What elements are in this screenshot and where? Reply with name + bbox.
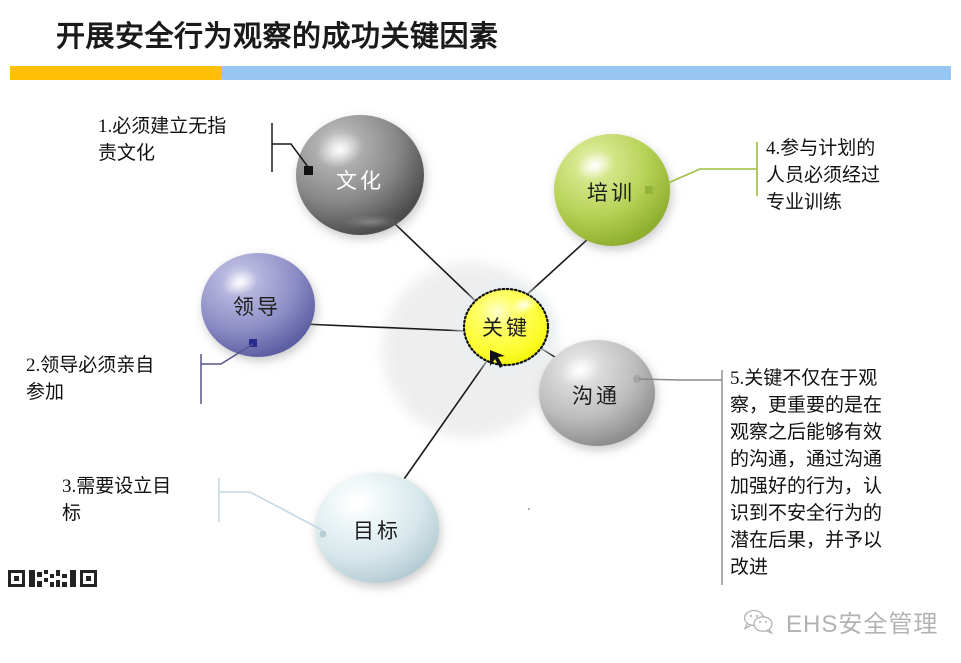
anchor-handle-culture[interactable] (304, 166, 313, 175)
anchor-handle-leadership[interactable] (249, 339, 257, 347)
leader-callout-3 (218, 478, 323, 531)
callout-text-3: 3.需要设立目 标 (62, 476, 172, 524)
wechat-icon (743, 609, 774, 635)
callout-text-1: 1.必须建立无指 责文化 (98, 116, 227, 164)
callout-text-2: 2.领导必须亲自 参加 (26, 355, 155, 403)
cursor-arrow (490, 350, 505, 368)
sphere-communication[interactable] (539, 340, 655, 446)
stray-dot-mark (528, 508, 530, 510)
spoke-to-leadership (302, 323, 467, 332)
page-title: 开展安全行为观察的成功关键因素 (56, 21, 499, 53)
sphere-leadership[interactable] (201, 253, 315, 357)
qr-code-fragment-icon (8, 570, 97, 587)
selection-outline (462, 287, 550, 367)
callout-text-4: 4.参与计划的 人员必须经过 专业训练 (766, 138, 881, 213)
sphere-culture[interactable] (296, 115, 424, 235)
anchor-handle-communication[interactable] (633, 375, 641, 383)
title-rule-blue (222, 66, 951, 80)
leader-callout-2 (200, 343, 254, 404)
sphere-goal[interactable] (315, 473, 439, 583)
brand-watermark-text: EHS安全管理 (786, 611, 939, 638)
leader-callout-5 (638, 370, 723, 585)
brand-watermark: EHS安全管理 (742, 604, 938, 639)
sphere-training[interactable] (554, 134, 670, 246)
spoke-to-goal (401, 357, 490, 483)
leader-callout-1 (271, 123, 312, 172)
anchor-handle-training[interactable] (645, 186, 653, 194)
sphere-key[interactable] (448, 276, 564, 380)
anchor-handle-goal[interactable] (319, 530, 327, 538)
callout-text-5: 5.关键不仅在于观 察，更重要的是在 观察之后能够有效 的沟通，通过沟通 加强好… (730, 368, 883, 578)
title-rule-orange (10, 66, 222, 80)
leader-callout-4 (651, 142, 758, 196)
